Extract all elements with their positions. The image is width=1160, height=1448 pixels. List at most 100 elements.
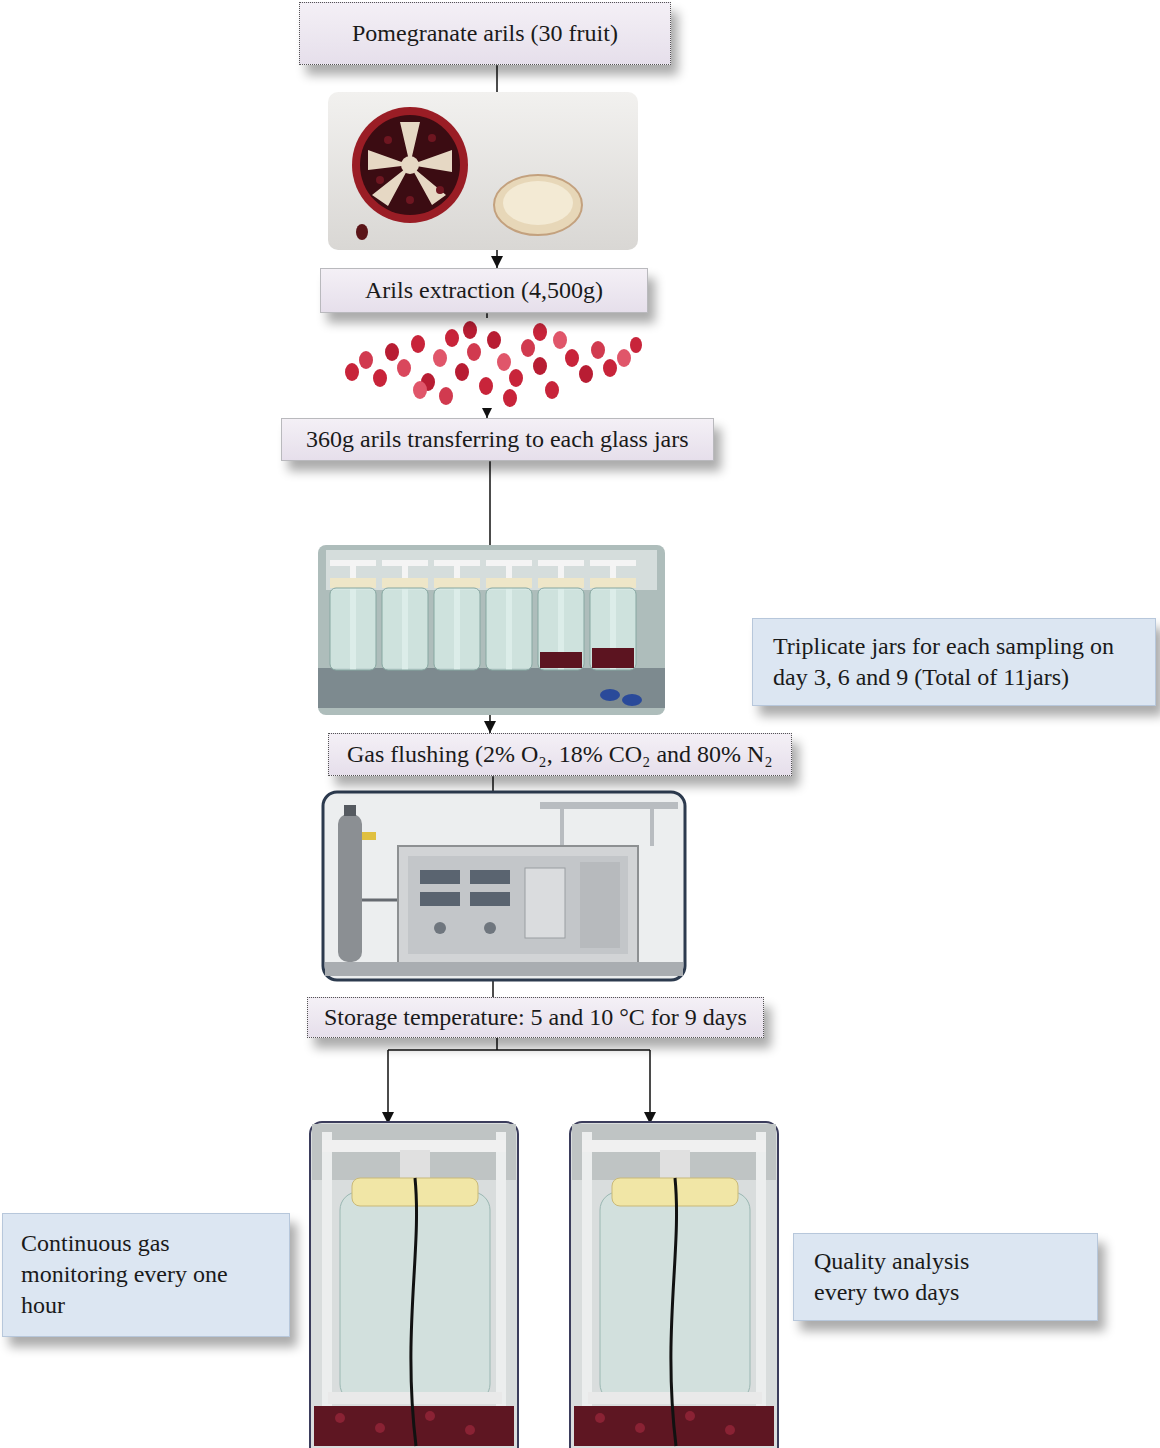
storage-jar-photo — [312, 1124, 516, 1180]
pomegranate-photo — [352, 107, 468, 223]
glass-jars-photo — [330, 578, 376, 588]
arils-picture — [345, 363, 359, 381]
glass-jars-photo — [592, 648, 634, 668]
arils-picture — [445, 329, 459, 347]
note-box: Triplicate jars for each sampling on day… — [752, 618, 1156, 706]
storage-jar-photo — [335, 1413, 345, 1423]
glass-jars-photo — [590, 588, 636, 670]
arils-picture — [335, 318, 645, 408]
glass-jars-photo — [540, 652, 582, 668]
gas-mixer-photo — [560, 802, 564, 846]
arils-picture — [413, 381, 427, 399]
arils-picture — [335, 318, 645, 408]
storage-jar-photo — [400, 1150, 430, 1180]
gas-mixer-photo — [362, 832, 376, 840]
glass-jars-photo — [600, 689, 620, 701]
gas-mixer-photo — [580, 862, 620, 948]
pomegranate-photo — [384, 136, 392, 144]
pomegranate-photo — [428, 134, 436, 142]
branch-arrows — [388, 1030, 650, 1114]
arils-picture — [487, 331, 501, 349]
arils-picture — [630, 337, 642, 353]
process-box: Arils extraction (4,500g) — [320, 268, 648, 313]
gas-mixer-photo — [420, 870, 460, 884]
gas-mixer-photo — [650, 802, 654, 846]
pomegranate-photo — [401, 156, 419, 174]
arils-picture — [385, 343, 399, 361]
process-box: Storage temperature: 5 and 10 °C for 9 d… — [307, 997, 764, 1038]
pomegranate-photo — [328, 92, 638, 250]
box-text: Triplicate jars for each sampling on day… — [773, 631, 1115, 693]
gas-mixer-photo — [398, 846, 638, 964]
gas-mixer-photo — [484, 922, 496, 934]
note-box: Quality analysis every two days — [793, 1233, 1098, 1321]
glass-jars-photo — [326, 550, 657, 590]
arils-picture — [455, 363, 469, 381]
arils-picture — [603, 359, 617, 377]
process-box: Gas flushing (2% O₂, 18% CO₂ and 80% N₂ — [328, 733, 792, 776]
storage-jar-photo — [328, 1392, 502, 1404]
box-text: Pomegranate arils (30 fruit) — [352, 18, 618, 49]
arils-picture — [553, 331, 567, 349]
pomegranate-photo — [360, 115, 460, 215]
glass-jars-photo — [486, 588, 532, 670]
arils-picture — [533, 323, 547, 341]
pomegranate-photo — [376, 176, 384, 184]
arils-picture — [579, 365, 593, 383]
arils-picture — [509, 369, 523, 387]
box-text: Gas flushing (2% O₂, 18% CO₂ and 80% N₂ — [347, 739, 773, 770]
storage-jar-photo — [496, 1132, 506, 1422]
pomegranate-photo — [494, 175, 582, 235]
box-text: Continuous gas monitoring every one hour — [21, 1228, 231, 1322]
arils-picture — [463, 321, 477, 339]
arils-picture — [479, 377, 493, 395]
gas-mixer-photo — [470, 870, 510, 884]
glass-jars-photo — [434, 588, 480, 670]
pomegranate-photo — [356, 224, 368, 240]
arils-picture — [439, 387, 453, 405]
gas-mixer-photo — [434, 922, 446, 934]
pomegranate-photo — [406, 196, 414, 204]
glass-jars-photo — [318, 545, 665, 715]
gas-mixer-photo — [338, 814, 362, 962]
gas-mixer-photo — [323, 792, 685, 980]
arils-picture — [591, 341, 605, 359]
gas-mixer-photo — [420, 892, 460, 906]
glass-jars-photo — [434, 578, 480, 588]
box-text: Quality analysis every two days — [814, 1246, 1017, 1308]
branch-arrows — [382, 1030, 656, 1124]
glass-jars-photo — [318, 668, 665, 708]
gas-mixer-photo — [362, 899, 398, 902]
box-text: Arils extraction (4,500g) — [365, 275, 603, 306]
note-box: Continuous gas monitoring every one hour — [2, 1213, 290, 1337]
arils-picture — [359, 351, 373, 369]
storage-jar-photo — [322, 1132, 332, 1422]
pomegranate-photo — [503, 181, 573, 225]
storage-jar-photo — [310, 1122, 518, 1448]
arils-picture — [565, 349, 579, 367]
glass-jars-photo — [330, 588, 376, 670]
process-box: 360g arils transferring to each glass ja… — [281, 418, 714, 461]
arils-picture — [521, 339, 535, 357]
storage-jar-photo — [411, 1178, 417, 1446]
glass-jars-photo — [382, 588, 428, 670]
glass-jars-photo — [486, 578, 532, 588]
gas-mixer-photo — [470, 892, 510, 906]
box-text: Storage temperature: 5 and 10 °C for 9 d… — [324, 1002, 747, 1033]
arils-picture — [373, 369, 387, 387]
glass-jars-photo — [590, 578, 636, 588]
glass-jars-photo — [622, 694, 642, 706]
gas-mixer-photo — [325, 962, 683, 976]
glass-jars-photo — [382, 578, 428, 588]
process-box: Pomegranate arils (30 fruit) — [299, 2, 671, 65]
arils-picture — [433, 349, 447, 367]
storage-jar-photo — [375, 1423, 385, 1433]
storage-jar-photo — [425, 1411, 435, 1421]
arils-picture — [467, 343, 481, 361]
box-text: 360g arils transferring to each glass ja… — [306, 424, 689, 455]
pomegranate-photo — [368, 122, 452, 206]
arils-picture — [503, 389, 517, 407]
glass-jars-photo — [538, 588, 584, 670]
gas-mixer-photo — [344, 805, 356, 816]
